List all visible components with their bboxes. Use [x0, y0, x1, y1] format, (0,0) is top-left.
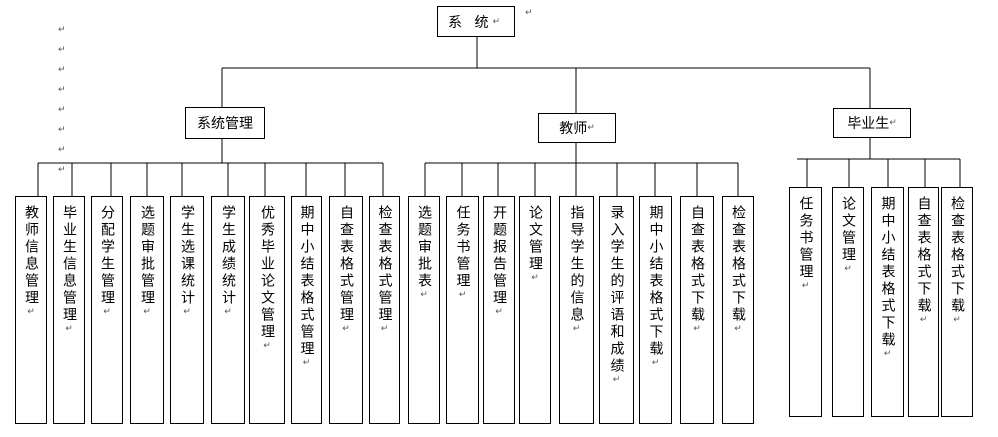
- function-label: 任务书管理: [454, 205, 471, 290]
- root-node: 系 统 ↵: [437, 6, 515, 37]
- paragraph-mark: ↵: [457, 290, 468, 303]
- function-label: 自查表格式管理: [338, 205, 354, 324]
- paragraph-mark: ↵: [58, 65, 66, 75]
- paragraph-mark: ↵: [571, 324, 582, 337]
- function-node: 检查表格式下载↵: [941, 187, 973, 417]
- function-node: 论文管理↵: [519, 196, 551, 424]
- function-label: 检查表格式下载: [730, 205, 746, 324]
- function-node: 学生成绩统计↵: [211, 196, 245, 424]
- category-node-graduate: 毕业生 ↵: [833, 108, 911, 138]
- paragraph-mark: ↵: [64, 324, 74, 337]
- paragraph-mark: ↵: [650, 358, 661, 371]
- paragraph-mark: ↵: [58, 25, 66, 35]
- function-node: 期中小结表格式下载↵: [871, 187, 904, 417]
- function-label: 期中小结表格式管理: [298, 205, 315, 358]
- paragraph-mark: ↵: [58, 105, 66, 115]
- function-node: 选题审批管理↵: [130, 196, 164, 424]
- function-node: 自查表格式下载↵: [680, 196, 714, 424]
- function-label: 期中小结表格式下载: [879, 196, 896, 349]
- category-node-teacher: 教师 ↵: [538, 113, 616, 143]
- paragraph-mark: ↵: [341, 324, 351, 337]
- paragraph-mark: ↵: [587, 123, 595, 133]
- category-label: 系统管理: [197, 116, 253, 132]
- function-label: 优秀毕业论文管理: [259, 205, 275, 341]
- paragraph-mark: ↵: [843, 264, 853, 277]
- paragraph-mark: ↵: [952, 315, 962, 328]
- function-label: 开题报告管理: [491, 205, 507, 307]
- function-node: 检查表格式管理↵: [369, 196, 400, 424]
- paragraph-mark: ↵: [494, 307, 504, 320]
- function-node: 自查表格式下载↵: [908, 187, 939, 417]
- paragraph-mark: ↵: [182, 307, 192, 320]
- function-label: 学生选课统计: [179, 205, 195, 307]
- function-node: 任务书管理↵: [789, 187, 822, 417]
- function-node: 选题审批表↵: [408, 196, 440, 424]
- paragraph-mark: ↵: [301, 358, 312, 371]
- paragraph-mark: ↵: [733, 324, 743, 337]
- function-node: 任务书管理↵: [446, 196, 479, 424]
- paragraph-mark: ↵: [530, 273, 540, 286]
- paragraph-mark: ↵: [142, 307, 152, 320]
- function-node: 期中小结表格式管理↵: [291, 196, 322, 424]
- function-label: 教师信息管理: [23, 205, 39, 307]
- function-label: 论文管理: [527, 205, 543, 273]
- function-node: 指导学生的信息↵: [559, 196, 594, 424]
- function-label: 检查表格式管理: [376, 205, 393, 324]
- function-label: 自查表格式下载: [689, 205, 705, 324]
- paragraph-mark: ↵: [102, 307, 112, 320]
- function-node: 自查表格式管理↵: [329, 196, 363, 424]
- paragraph-mark: ↵: [58, 125, 66, 135]
- function-node: 论文管理↵: [832, 187, 864, 417]
- paragraph-mark: ↵: [611, 375, 622, 388]
- paragraph-mark: ↵: [58, 85, 66, 95]
- function-label: 学生成绩统计: [220, 205, 236, 307]
- function-label: 论文管理: [840, 196, 856, 264]
- paragraph-mark: ↵: [58, 145, 66, 155]
- function-label: 检查表格式下载: [949, 196, 965, 315]
- function-label: 任务书管理: [797, 196, 814, 281]
- function-node: 开题报告管理↵: [483, 196, 515, 424]
- function-node: 学生选课统计↵: [170, 196, 204, 424]
- function-label: 录入学生的评语和成绩: [608, 205, 625, 375]
- root-label: 系 统: [448, 14, 493, 31]
- function-label: 期中小结表格式下载: [647, 205, 664, 358]
- paragraph-mark: ↵: [223, 307, 233, 320]
- function-label: 自查表格式下载: [915, 196, 932, 315]
- paragraph-mark: ↵: [889, 118, 897, 128]
- paragraph-mark: ↵: [800, 281, 811, 294]
- function-node: 优秀毕业论文管理↵: [249, 196, 285, 424]
- category-label: 毕业生: [847, 116, 890, 132]
- function-label: 毕业生信息管理: [61, 205, 77, 324]
- paragraph-mark: ↵: [26, 307, 36, 320]
- function-label: 分配学生管理: [99, 205, 115, 307]
- paragraph-mark: ↵: [262, 341, 272, 354]
- function-label: 选题审批管理: [139, 205, 155, 307]
- paragraph-mark: ↵: [492, 16, 504, 27]
- left-margin-marks: ↵ ↵ ↵ ↵ ↵ ↵ ↵ ↵: [58, 25, 68, 185]
- function-label: 指导学生的信息: [568, 205, 585, 324]
- paragraph-mark: ↵: [419, 290, 429, 303]
- function-node: 检查表格式下载↵: [722, 196, 754, 424]
- paragraph-mark: ↵: [918, 315, 929, 328]
- category-node-system-admin: 系统管理: [185, 107, 265, 139]
- paragraph-mark: ↵: [882, 349, 893, 362]
- function-node: 期中小结表格式下载↵: [639, 196, 672, 424]
- function-label: 选题审批表: [416, 205, 432, 290]
- function-node: 分配学生管理↵: [91, 196, 123, 424]
- paragraph-mark: ↵: [525, 8, 533, 18]
- function-node: 毕业生信息管理↵: [53, 196, 85, 424]
- paragraph-mark: ↵: [692, 324, 702, 337]
- category-label: 教师: [559, 121, 588, 137]
- function-node: 教师信息管理↵: [15, 196, 47, 424]
- paragraph-mark: ↵: [58, 45, 66, 55]
- paragraph-mark: ↵: [379, 324, 390, 337]
- paragraph-mark: ↵: [58, 165, 66, 175]
- function-node: 录入学生的评语和成绩↵: [599, 196, 634, 424]
